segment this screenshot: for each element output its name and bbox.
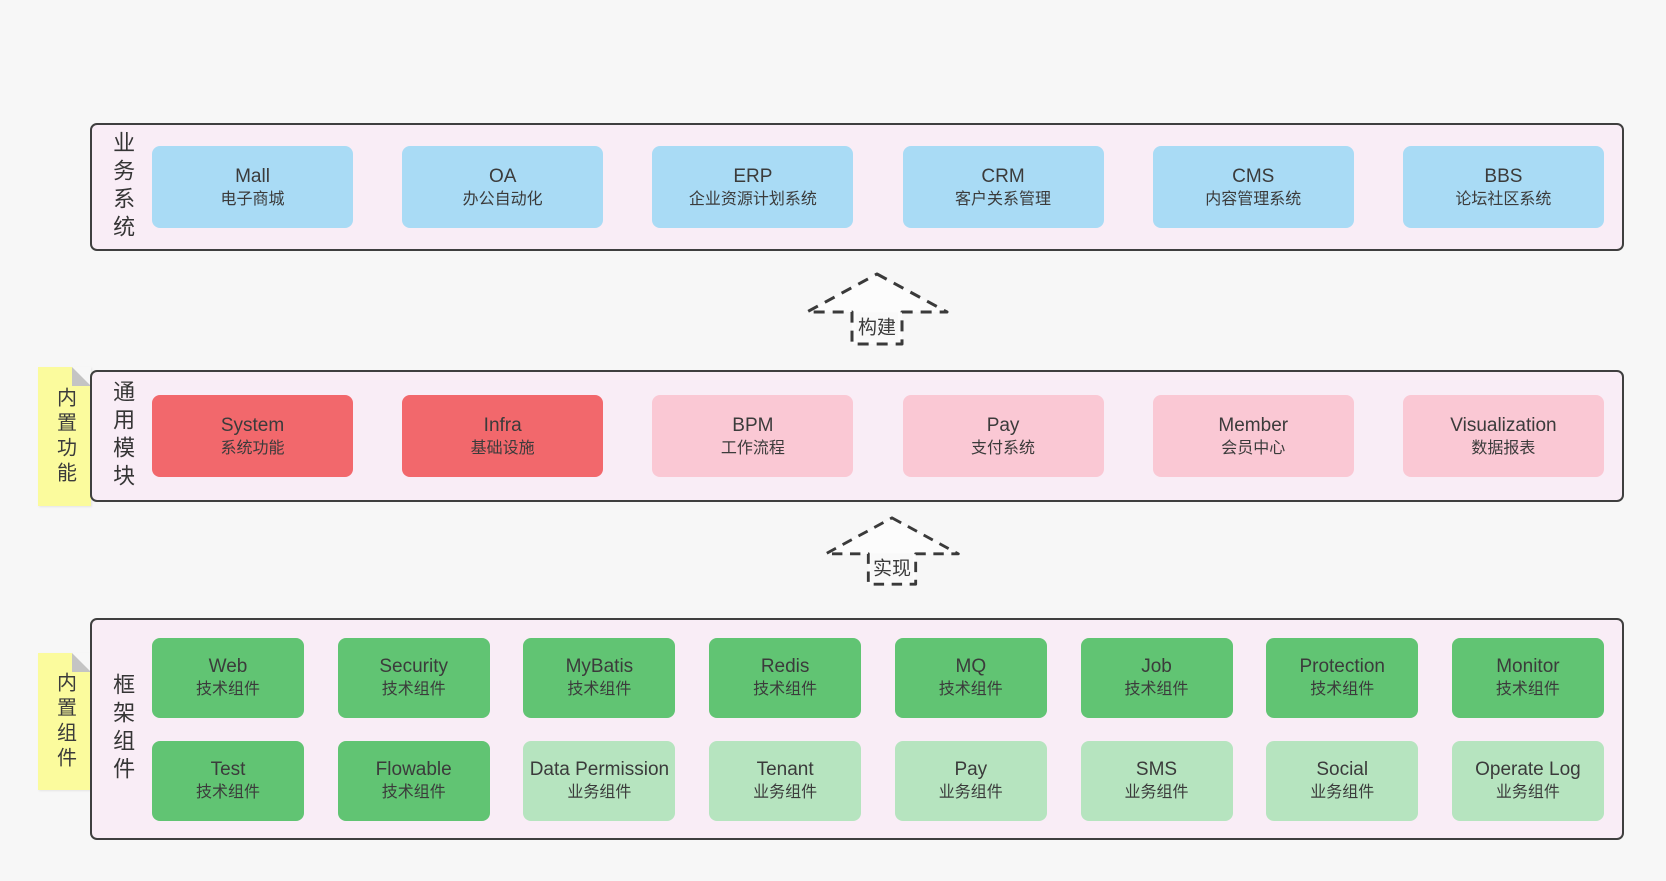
- box-web: Web 技术组件: [152, 637, 304, 718]
- box-mall: Mall 电子商城: [152, 146, 353, 228]
- box-member: Member 会员中心: [1152, 395, 1354, 477]
- box-system: System 系统功能: [152, 395, 353, 477]
- common-modules-boxes: System 系统功能 Infra 基础设施 BPM 工作流程 Pay 支付系统…: [152, 395, 1604, 477]
- box-data-permission: Data Permission 业务组件: [523, 740, 676, 821]
- sticky-built-in-components: 内置组件: [38, 653, 91, 790]
- band-label-business-systems: 业务系统: [110, 131, 136, 243]
- box-bpm: BPM 工作流程: [652, 395, 854, 477]
- box-mq: MQ 技术组件: [894, 637, 1047, 718]
- dashed-up-arrow-icon: [805, 272, 949, 346]
- arrow-build: 构建: [802, 271, 952, 347]
- business-systems-boxes: Mall 电子商城 OA 办公自动化 ERP 企业资源计划系统 CRM 客户关系…: [152, 146, 1604, 228]
- box-bbs: BBS 论坛社区系统: [1402, 146, 1604, 228]
- box-oa: OA 办公自动化: [402, 146, 604, 228]
- framework-components-rows: Web 技术组件 Security 技术组件 MyBatis 技术组件 Redi…: [152, 637, 1604, 821]
- box-social: Social 业务组件: [1266, 740, 1419, 821]
- box-mybatis: MyBatis 技术组件: [523, 637, 676, 718]
- box-erp: ERP 企业资源计划系统: [652, 146, 854, 228]
- box-sms: SMS 业务组件: [1080, 740, 1233, 821]
- box-redis: Redis 技术组件: [709, 637, 862, 718]
- band-business-systems: 业务系统 Mall 电子商城 OA 办公自动化 ERP 企业资源计划系统 CRM…: [90, 123, 1624, 251]
- box-pay-module: Pay 支付系统: [902, 395, 1104, 477]
- box-cms: CMS 内容管理系统: [1152, 146, 1354, 228]
- band-framework-components: 框架组件 Web 技术组件 Security 技术组件 MyBatis 技术组件…: [90, 618, 1624, 840]
- framework-components-row-1: Web 技术组件 Security 技术组件 MyBatis 技术组件 Redi…: [152, 637, 1604, 718]
- sticky-built-in-features: 内置功能: [38, 367, 91, 506]
- arrow-implement: 实现: [817, 515, 967, 587]
- framework-components-row-2: Test 技术组件 Flowable 技术组件 Data Permission …: [152, 740, 1604, 821]
- arrow-build-label: 构建: [855, 312, 899, 340]
- box-operate-log: Operate Log 业务组件: [1451, 740, 1604, 821]
- box-protection: Protection 技术组件: [1266, 637, 1419, 718]
- box-crm: CRM 客户关系管理: [902, 146, 1104, 228]
- box-test: Test 技术组件: [152, 740, 304, 821]
- band-label-framework-components: 框架组件: [110, 673, 136, 785]
- arrow-implement-label: 实现: [870, 553, 914, 581]
- box-pay-component: Pay 业务组件: [894, 740, 1047, 821]
- band-label-common-modules: 通用模块: [110, 380, 136, 492]
- box-flowable: Flowable 技术组件: [337, 740, 490, 821]
- dashed-up-arrow-icon: [824, 516, 960, 586]
- box-job: Job 技术组件: [1080, 637, 1233, 718]
- box-security: Security 技术组件: [337, 637, 490, 718]
- box-tenant: Tenant 业务组件: [709, 740, 862, 821]
- box-monitor: Monitor 技术组件: [1451, 637, 1604, 718]
- box-visualization: Visualization 数据报表: [1402, 395, 1604, 477]
- box-infra: Infra 基础设施: [402, 395, 604, 477]
- band-common-modules: 通用模块 System 系统功能 Infra 基础设施 BPM 工作流程 Pay…: [90, 370, 1624, 502]
